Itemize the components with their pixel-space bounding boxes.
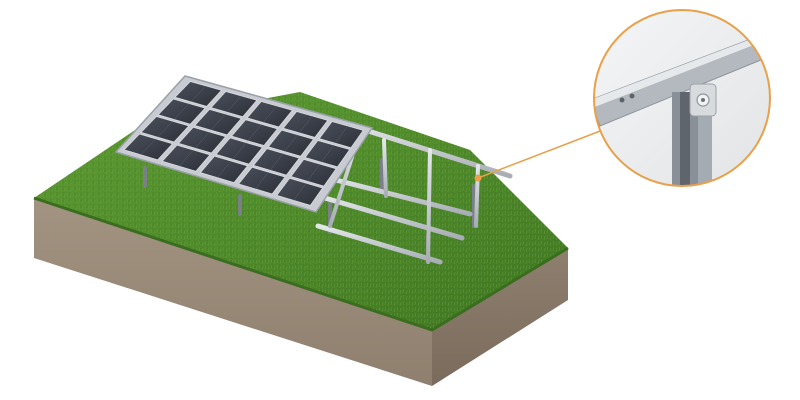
panel-cell-divider [140,138,157,156]
panel-cell-divider [178,149,194,167]
leader-line [477,127,609,179]
detail-callout [593,9,771,187]
soil-front-face [34,198,432,386]
panel-cell-divider [157,121,173,138]
rail-bolt [629,93,635,99]
panel-cell-divider [298,115,313,133]
callout-post-side [698,100,712,186]
solar-panel-array [114,75,374,213]
soil-side-face [432,248,568,386]
callout-post-inner [680,92,690,186]
panel-cell-divider [247,124,262,142]
panel-cell-divider [210,113,226,131]
panel-cell-divider [293,182,307,201]
brace [426,148,432,264]
clamp-bolt-center [701,98,705,102]
panel-cell-divider [334,125,348,144]
callout-border [593,9,771,187]
panel-cell-divider [307,163,321,182]
grass-edge [33,196,569,332]
panel-cell-divider [262,105,277,123]
panel-cell-divider [284,134,298,152]
callout-rail-highlight [594,28,770,108]
panel-cell-divider [194,131,210,149]
panel-cell-divider [232,142,247,160]
panel-cell-divider [321,144,334,163]
cross-rail [315,193,465,241]
panel-cell-divider [269,153,284,171]
panel-cell-divider [190,85,207,102]
panel-cell-divider [174,103,190,120]
brace [382,138,388,198]
panel-cells [123,80,364,206]
panel-cell-divider [217,160,232,178]
panel-cell-divider [226,95,242,113]
panel-cell-divider [255,171,269,190]
rail-bolt [619,97,625,103]
callout-leader [474,127,609,182]
cross-rail [315,223,443,265]
